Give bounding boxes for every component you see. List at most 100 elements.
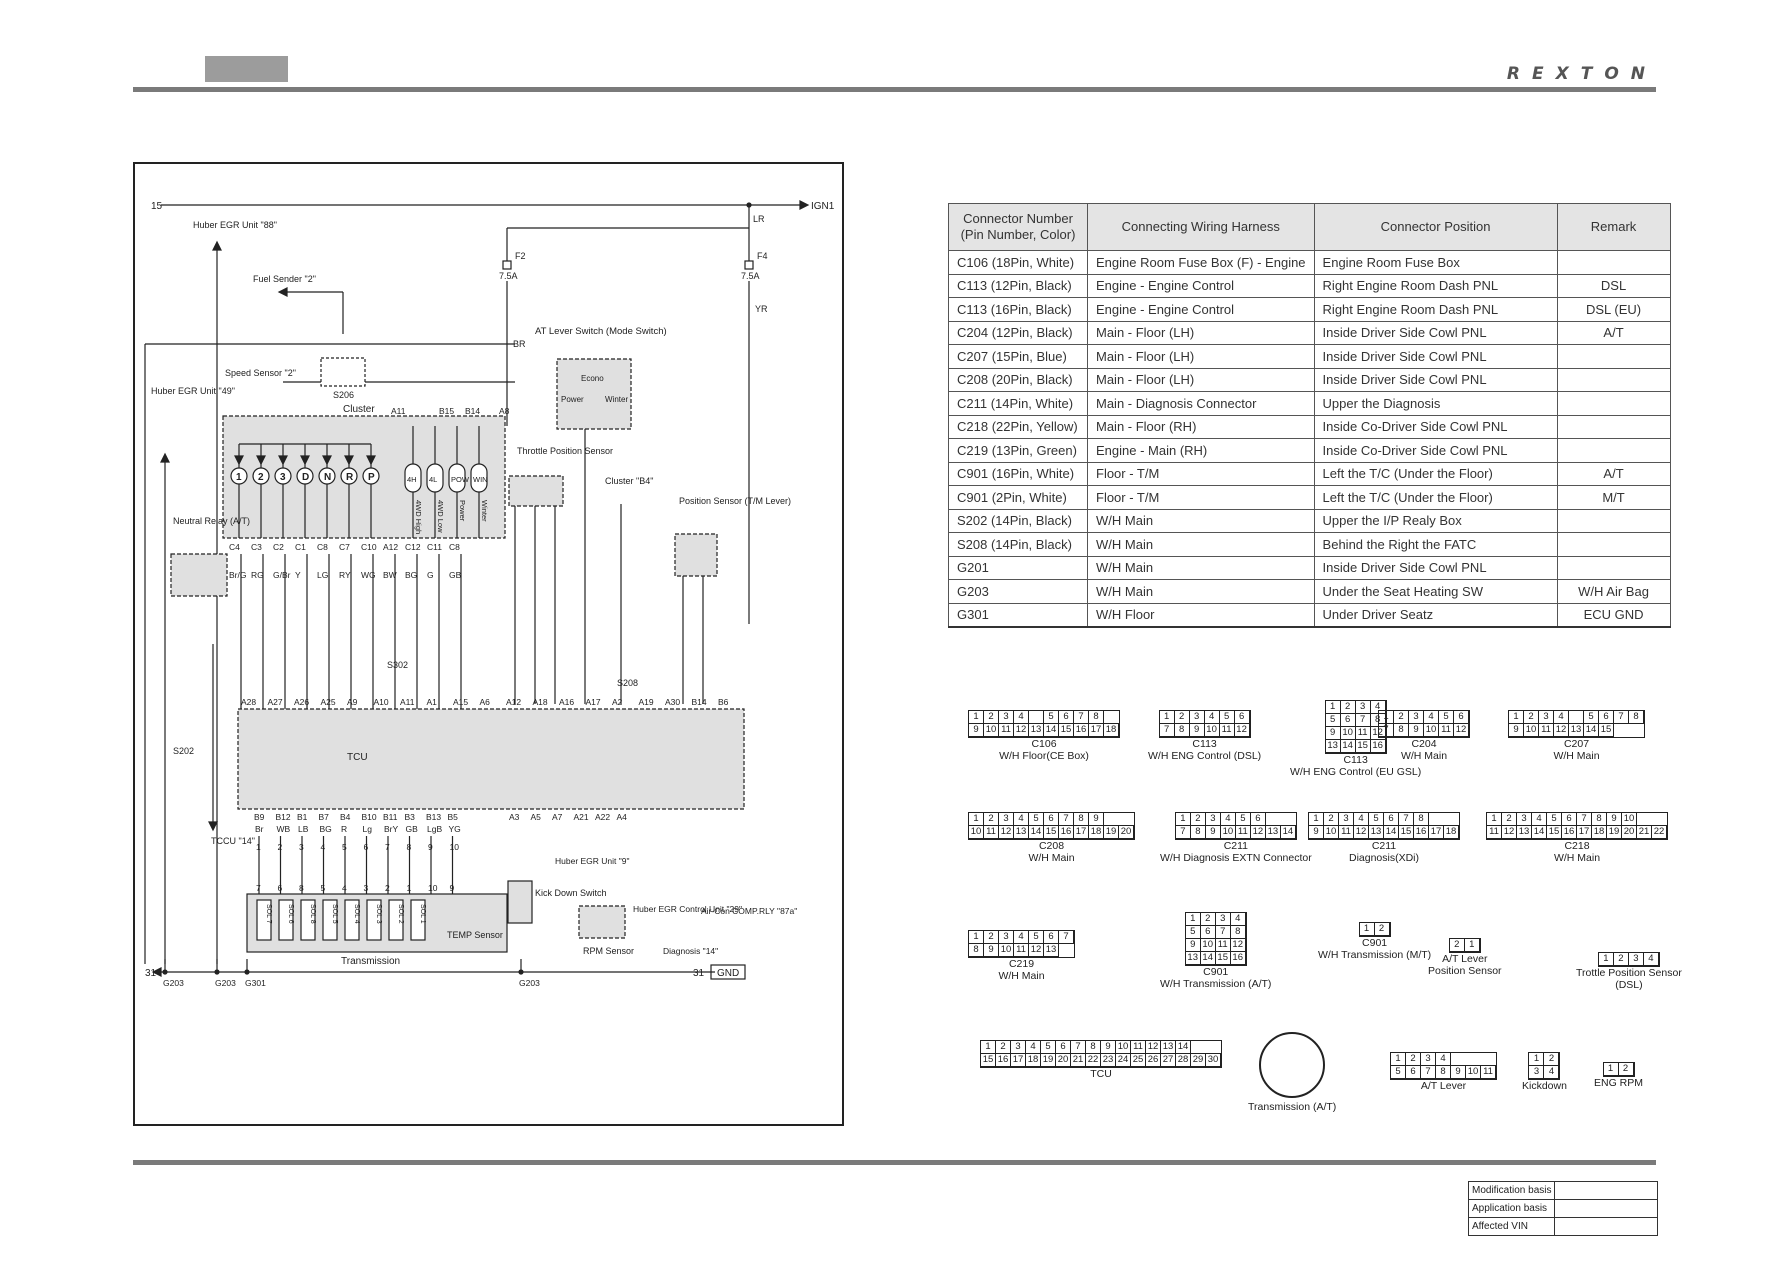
wire-color: LB <box>298 824 309 834</box>
c901-pin: 3 <box>299 842 304 852</box>
pinout-subtitle: W/H Transmission (M/T) <box>1318 949 1432 961</box>
pinout-title: Kickdown <box>1522 1080 1567 1092</box>
lamp-5 <box>340 467 358 485</box>
mode-lamp-2 <box>448 463 466 493</box>
ground-point-label: G301 <box>245 978 266 988</box>
lamp-3 <box>296 467 314 485</box>
rpm-sensor-label: RPM Sensor <box>583 946 634 956</box>
pinout-title: C211 <box>1223 840 1249 852</box>
power-label: Power <box>561 395 584 404</box>
table-cell: C106 (18Pin, White) <box>948 250 1088 275</box>
c901-pin: 7 <box>385 842 390 852</box>
table-cell: A/T <box>1556 461 1671 486</box>
table-row: C207 (15Pin, Blue)Main - Floor (LH)Insid… <box>948 344 1671 369</box>
table-cell: S202 (14Pin, Black) <box>948 508 1088 533</box>
table-cell <box>1556 438 1671 463</box>
winter-label: Winter <box>605 395 628 404</box>
table-cell: Upper the Diagnosis <box>1313 391 1558 416</box>
tcu-pin: A21 <box>574 812 589 822</box>
ground-left-label: 31 <box>145 968 157 979</box>
cluster-pin: C10 <box>361 542 377 552</box>
solenoid-5 <box>366 899 382 941</box>
s206-label: S206 <box>333 390 354 400</box>
table-row: C204 (12Pin, Black)Main - Floor (LH)Insi… <box>948 320 1671 345</box>
neutral-relay-label: Neutral Relay (A/T) <box>173 516 250 526</box>
lamp-label: P <box>368 472 375 483</box>
cluster-pin: C12 <box>405 542 421 552</box>
transmission-pin: 7 <box>256 883 261 893</box>
table-cell: C211 (14Pin, White) <box>948 391 1088 416</box>
solenoid-label: SOL 8 <box>309 904 316 924</box>
tcu-pin: A11 <box>400 697 415 707</box>
wire-color: RY <box>339 570 351 580</box>
fuse-f2-id: F2 <box>515 251 526 261</box>
lamp-label: N <box>324 472 331 483</box>
table-cell: S208 (14Pin, Black) <box>948 532 1088 557</box>
tcu-pin: B9 <box>254 812 265 822</box>
pinout-subtitle: Diagnosis(XDi) <box>1348 852 1420 864</box>
mode-lamp-label: 4H <box>407 475 417 484</box>
table-cell: Engine - Engine Control <box>1087 297 1315 322</box>
pinout-title: ENG RPM <box>1594 1077 1644 1089</box>
table-cell: Inside Driver Side Cowl PNL <box>1313 367 1558 392</box>
table-cell: Right Engine Room Dash PNL <box>1313 273 1558 298</box>
lamp-6 <box>362 467 380 485</box>
solenoid-label: SOL 7 <box>265 904 272 924</box>
table-cell: Engine - Engine Control <box>1087 273 1315 298</box>
cluster-pin: A12 <box>383 542 398 552</box>
table-cell: C208 (20Pin, Black) <box>948 367 1088 392</box>
table-cell: Right Engine Room Dash PNL <box>1313 297 1558 322</box>
mode-lamp-1 <box>426 463 444 493</box>
tcu-pin: A5 <box>531 812 542 822</box>
gnd-label: GND <box>717 968 739 979</box>
table-cell: A/T <box>1556 320 1671 345</box>
c901-pin: 2 <box>278 842 283 852</box>
table-cell: Inside Driver Side Cowl PNL <box>1313 555 1558 580</box>
table-cell: Main - Floor (LH) <box>1087 367 1315 392</box>
pinout-title: C106 <box>1031 738 1057 750</box>
cluster-label: Cluster <box>343 404 375 415</box>
table-cell: C901 (16Pin, White) <box>948 461 1088 486</box>
brand-logo: REXTON <box>1506 64 1657 84</box>
solenoid-label: SOL 4 <box>353 904 360 924</box>
tcu-pin: B10 <box>362 812 377 822</box>
table-cell: Main - Floor (RH) <box>1087 414 1315 439</box>
transmission-pin: 10 <box>428 883 438 893</box>
pinout-title: C219 <box>1008 958 1035 970</box>
cluster-pin: C1 <box>295 542 306 552</box>
pinout-title: Transmission (A/T) <box>1248 1101 1337 1113</box>
wire-color: BW <box>383 570 397 580</box>
throttle-label: Throttle Position Sensor <box>517 446 613 456</box>
supply-left-label: 15 <box>151 201 163 212</box>
table-cell: G203 <box>948 579 1088 604</box>
table-cell <box>1556 367 1671 392</box>
table-cell: Main - Floor (LH) <box>1087 344 1315 369</box>
pinout-title: C901 <box>1362 937 1388 949</box>
tcu-pin: B4 <box>340 812 351 822</box>
c901-pin: 6 <box>364 842 369 852</box>
pinout-subtitle: W/H ENG Control (DSL) <box>1148 750 1262 762</box>
wire-color: BrY <box>384 824 399 834</box>
table-cell: C218 (22Pin, Yellow) <box>948 414 1088 439</box>
wire-color: LG <box>317 570 328 580</box>
table-cell: C113 (16Pin, Black) <box>948 297 1088 322</box>
ground-point-label: G203 <box>163 978 184 988</box>
solenoid-3 <box>322 899 338 941</box>
table-cell: M/T <box>1556 485 1671 510</box>
wire-color: Lg <box>363 824 373 834</box>
lamp-label: 2 <box>258 472 264 483</box>
tcu-pin: A22 <box>595 812 610 822</box>
cluster-pin: C4 <box>229 542 240 552</box>
ground-right-label: 31 <box>693 968 705 979</box>
